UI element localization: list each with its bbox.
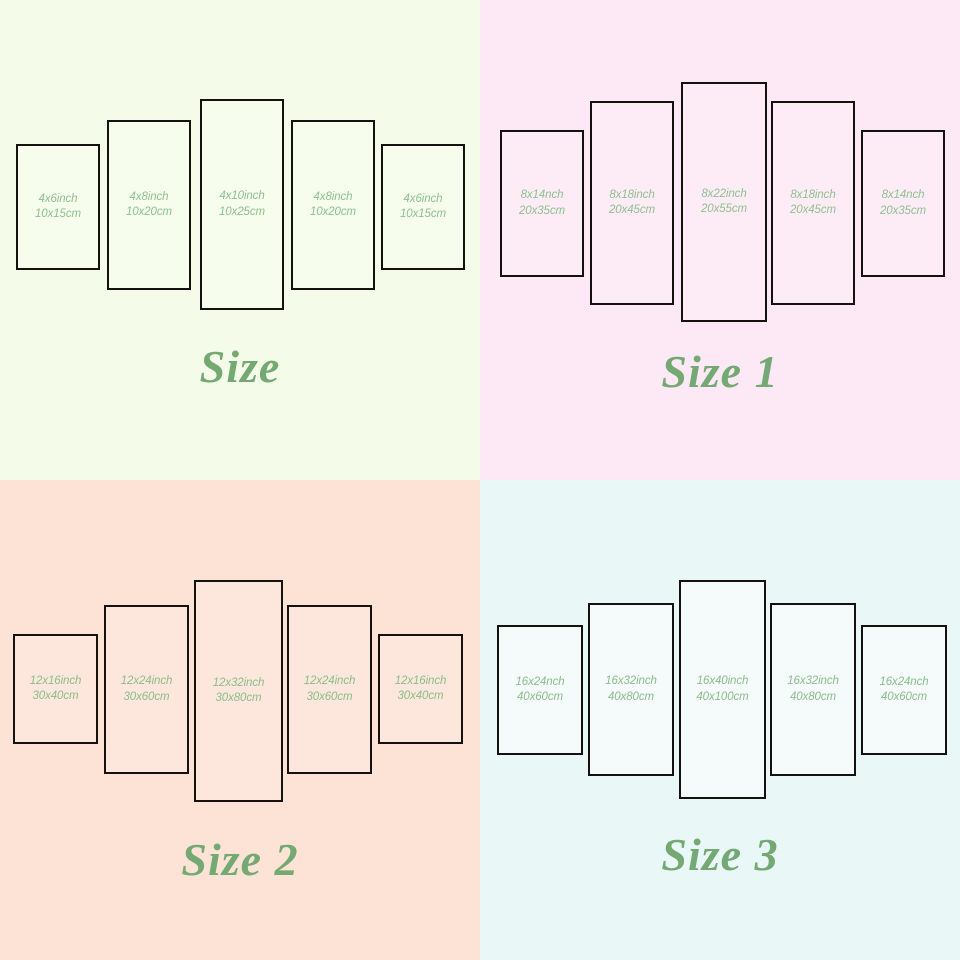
panel-frame[interactable]: 16x24nch 40x60cm xyxy=(861,625,947,755)
panel-size-cm: 40x60cm xyxy=(517,691,563,703)
panel-size-inch: 16x32inch xyxy=(605,675,657,688)
panel-size-cm: 20x35cm xyxy=(880,204,926,217)
panel-size-inch: 16x40inch xyxy=(696,675,749,688)
panel-size-inch: 4x8inch xyxy=(129,190,169,203)
panel-size-inch: 12x16inch xyxy=(394,674,447,687)
panel-frame[interactable]: 8x18inch 20x45cm xyxy=(771,101,855,305)
panel-size-cm: 20x45cm xyxy=(609,204,655,216)
panel-size-inch: 4x6inch xyxy=(403,192,443,205)
panel-size-inch: 16x24nch xyxy=(515,675,565,688)
panel-frame[interactable]: 4x6inch 10x15cm xyxy=(16,144,100,270)
panel-size-cm: 10x25cm xyxy=(219,205,265,218)
panel-frame[interactable]: 12x16inch 30x40cm xyxy=(13,634,98,744)
panel-size-inch: 4x10inch xyxy=(219,190,265,203)
panel-size-cm: 10x20cm xyxy=(310,206,356,218)
size-set-size-3: 16x24nch 40x60cm 16x32inch 40x80cm 16x40… xyxy=(480,480,960,960)
panel-size-cm: 10x20cm xyxy=(126,206,172,218)
set-title: Size 2 xyxy=(181,834,299,885)
panel-size-inch: 8x18inch xyxy=(609,188,655,201)
panel-frame[interactable]: 8x14nch 20x35cm xyxy=(500,130,584,277)
set-title: Size 1 xyxy=(661,346,779,397)
panel-size-inch: 12x16inch xyxy=(29,674,82,687)
panel-size-cm: 30x40cm xyxy=(32,690,79,702)
panel-frame[interactable]: 8x18inch 20x45cm xyxy=(590,101,674,305)
panel-frame[interactable]: 12x16inch 30x40cm xyxy=(378,634,463,744)
panel-size-cm: 20x55cm xyxy=(701,203,747,215)
panel-frame[interactable]: 12x32inch 30x80cm xyxy=(194,580,283,802)
panel-frame[interactable]: 16x32inch 40x80cm xyxy=(588,603,674,776)
panel-frame[interactable]: 4x8inch 10x20cm xyxy=(107,120,191,290)
panel-frame[interactable]: 4x10inch 10x25cm xyxy=(200,99,284,310)
panel-size-inch: 8x14nch xyxy=(881,189,925,202)
panel-frame[interactable]: 8x14nch 20x35cm xyxy=(861,130,945,277)
panel-size-cm: 40x80cm xyxy=(790,690,836,703)
panel-size-cm: 40x60cm xyxy=(881,691,927,703)
panel-frame[interactable]: 4x8inch 10x20cm xyxy=(291,120,375,290)
panel-size-cm: 20x45cm xyxy=(790,204,836,216)
panel-frame[interactable]: 12x24inch 30x60cm xyxy=(287,605,372,774)
panel-size-inch: 8x22inch xyxy=(701,187,747,200)
panel-frame[interactable]: 4x6inch 10x15cm xyxy=(381,144,465,270)
panel-size-cm: 20x35cm xyxy=(519,204,565,217)
panel-size-inch: 12x24inch xyxy=(303,675,356,688)
panel-frame[interactable]: 8x22inch 20x55cm xyxy=(681,82,767,322)
size-set-size-1: 8x14nch 20x35cm 8x18inch 20x45cm 8x22inc… xyxy=(480,0,960,480)
set-title: Size xyxy=(199,341,281,392)
panel-size-inch: 12x24inch xyxy=(120,675,173,688)
panel-cluster: 16x24nch 40x60cm 16x32inch 40x80cm 16x40… xyxy=(480,480,960,960)
panel-cluster: 4x6inch 10x15cm 4x8inch 10x20cm 4x10inch… xyxy=(0,0,480,480)
panel-size-inch: 4x6inch xyxy=(38,192,78,205)
panel-size-cm: 10x15cm xyxy=(35,208,81,220)
panel-size-inch: 4x8inch xyxy=(313,190,353,203)
panel-size-cm: 10x15cm xyxy=(400,208,446,220)
panel-size-cm: 30x80cm xyxy=(215,692,262,704)
panel-frame[interactable]: 16x40inch 40x100cm xyxy=(679,580,766,799)
panel-size-inch: 8x18inch xyxy=(790,188,836,201)
panel-size-inch: 16x32inch xyxy=(787,675,839,688)
size-set-size: 4x6inch 10x15cm 4x8inch 10x20cm 4x10inch… xyxy=(0,0,480,480)
panel-size-cm: 30x60cm xyxy=(306,690,353,703)
panel-size-inch: 8x14nch xyxy=(520,189,564,202)
panel-frame[interactable]: 12x24inch 30x60cm xyxy=(104,605,189,774)
set-title: Size 3 xyxy=(661,829,779,880)
panel-size-cm: 40x100cm xyxy=(696,690,749,703)
panel-frame[interactable]: 16x32inch 40x80cm xyxy=(770,603,856,776)
panel-size-cm: 30x40cm xyxy=(397,690,444,702)
panel-size-inch: 16x24nch xyxy=(879,675,929,688)
panel-frame[interactable]: 16x24nch 40x60cm xyxy=(497,625,583,755)
panel-size-inch: 12x32inch xyxy=(212,676,265,689)
panel-cluster: 12x16inch 30x40cm 12x24inch 30x60cm 12x3… xyxy=(0,480,480,960)
panel-cluster: 8x14nch 20x35cm 8x18inch 20x45cm 8x22inc… xyxy=(480,0,960,480)
size-set-size-2: 12x16inch 30x40cm 12x24inch 30x60cm 12x3… xyxy=(0,480,480,960)
panel-size-cm: 40x80cm xyxy=(608,690,654,703)
panel-size-cm: 30x60cm xyxy=(123,690,170,703)
